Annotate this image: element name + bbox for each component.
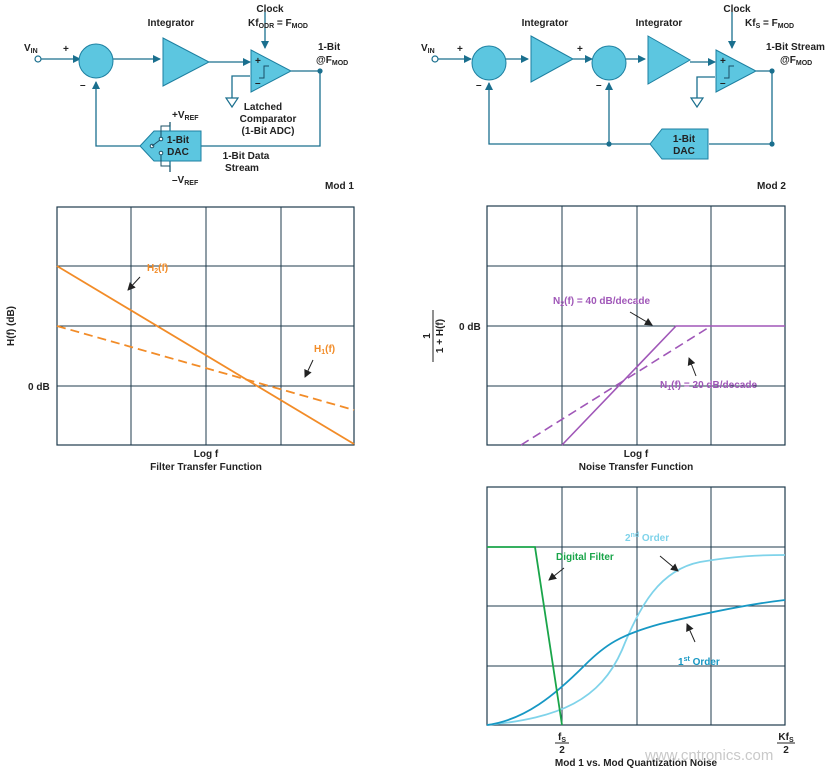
comparator-label-3: (1-Bit ADC) <box>242 126 295 137</box>
mod1-vin-label: VIN <box>24 43 38 55</box>
data-stream-label-1: 1-Bit Data <box>223 151 270 162</box>
mod2-minus-1: – <box>476 80 482 91</box>
mod1-output-label-2: @FMOD <box>316 55 348 67</box>
quantization-noise-plot: Digital Filter 2nd Order 1st Order fS 2 … <box>486 486 795 769</box>
filter-caption: Filter Transfer Function <box>150 462 262 473</box>
h2-label: H2(f) <box>147 263 168 275</box>
svg-text:–: – <box>255 78 261 89</box>
svg-text:1 + H(f): 1 + H(f) <box>435 319 446 353</box>
noise-transfer-plot: N2(f) = 40 dB/decade N1(f) = 20 dB/decad… <box>422 205 786 473</box>
svg-text:+: + <box>720 56 726 67</box>
mod2-integrator-1-label: Integrator <box>522 18 569 29</box>
mod1-kf-label: KfODR = FMOD <box>248 18 308 30</box>
feedback-node-right <box>769 141 775 147</box>
n1-label: N1(f) = 20 dB/decade <box>660 380 757 392</box>
h1-curve <box>56 325 355 411</box>
mod2-kf-label: KfS = FMOD <box>745 18 794 30</box>
summing-junction-2 <box>591 45 627 81</box>
second-order-label: 2nd Order <box>625 532 669 544</box>
mod1-clock-label: Clock <box>256 4 284 15</box>
svg-text:2: 2 <box>783 745 789 756</box>
h2-curve <box>56 265 355 445</box>
comparator-block <box>250 49 293 93</box>
mod2-plus-2: + <box>577 44 583 55</box>
mod2-title: Mod 2 <box>757 181 786 192</box>
filter-transfer-plot: H2(f) H1(f) 0 dB H(f) (dB) Log f Filter … <box>6 206 355 473</box>
second-order-curve <box>486 554 786 726</box>
first-order-label: 1st Order <box>678 656 720 668</box>
mod1-integrator-label: Integrator <box>148 18 195 29</box>
qnoise-caption: Mod 1 vs. Mod Quantization Noise <box>555 758 718 769</box>
feedback-node-mid <box>606 141 612 147</box>
data-stream-label-2: Stream <box>225 163 259 174</box>
dac-switch-icon <box>149 136 164 156</box>
noise-y-axis-label: 1 1 + H(f) <box>422 310 446 362</box>
ground-icon <box>224 97 240 109</box>
vref-pos-label: +VREF <box>172 110 199 122</box>
dac-block-2 <box>649 128 709 160</box>
mod1-plus-sign: + <box>63 44 69 55</box>
summing-junction-1 <box>471 45 507 81</box>
filter-x-axis-label: Log f <box>194 449 219 460</box>
mod2-dac-label-1: 1-Bit <box>673 134 696 145</box>
noise-zero-db: 0 dB <box>459 322 481 333</box>
mod2-plus-1: + <box>457 44 463 55</box>
svg-text:–: – <box>720 78 726 89</box>
n1-curve <box>520 325 712 446</box>
comparator-block-2 <box>715 49 758 93</box>
mod2-output-label-2: @FMOD <box>780 55 812 67</box>
svg-text:fS: fS <box>558 732 566 744</box>
n2-label: N2(f) = 40 dB/decade <box>553 296 650 308</box>
digital-filter-curve <box>487 546 563 726</box>
n2-curve <box>561 325 785 446</box>
svg-text:1: 1 <box>422 333 433 339</box>
filter-zero-db: 0 dB <box>28 382 50 393</box>
mod2-diagram: + – 1-Bit DAC Integrator Integrator Cloc… <box>421 4 825 192</box>
noise-caption: Noise Transfer Function <box>579 462 693 473</box>
mod1-title: Mod 1 <box>325 181 354 192</box>
svg-text:KfS: KfS <box>778 732 794 744</box>
mod2-minus-2: – <box>596 80 602 91</box>
dac-block <box>139 130 202 162</box>
integrator-block-2 <box>647 35 692 85</box>
mod2-integrator-2-label: Integrator <box>636 18 683 29</box>
vin-terminal-2 <box>431 55 439 63</box>
fs-half-tick: fS 2 <box>555 732 569 756</box>
mod1-dac-label-1: 1-Bit <box>167 135 190 146</box>
vref-neg-label: –VREF <box>172 175 199 187</box>
vin-terminal <box>34 55 42 63</box>
mod2-vin-label: VIN <box>421 43 435 55</box>
integrator-block-1 <box>530 35 575 83</box>
mod1-diagram: + – 1-Bit DAC Integrator Clock KfODR = F… <box>24 4 354 192</box>
output-node-2 <box>769 68 775 74</box>
comparator-step-icon-2 <box>724 65 734 79</box>
comparator-label-2: Comparator <box>240 114 297 125</box>
summing-junction <box>78 43 114 79</box>
ground-icon-2 <box>689 97 705 109</box>
comparator-label-1: Latched <box>244 102 282 113</box>
mod1-output-label-1: 1-Bit <box>318 42 341 53</box>
filter-y-axis-label: H(f) (dB) <box>6 306 17 346</box>
noise-x-axis-label: Log f <box>624 449 649 460</box>
output-node <box>317 68 323 74</box>
comparator-step-icon <box>259 65 269 79</box>
mod2-clock-label: Clock <box>723 4 751 15</box>
first-order-curve <box>486 599 786 726</box>
svg-text:+: + <box>255 56 261 67</box>
h1-label: H1(f) <box>314 344 335 356</box>
integrator-block <box>162 37 211 87</box>
watermark: www.cntronics.com <box>644 747 773 764</box>
kfs-half-tick: KfS 2 <box>777 732 795 756</box>
mod1-minus-sign: – <box>80 80 86 91</box>
digital-filter-label: Digital Filter <box>556 552 614 563</box>
mod1-dac-label-2: DAC <box>167 147 189 158</box>
mod2-output-label-1: 1-Bit Stream <box>766 42 825 53</box>
svg-text:2: 2 <box>559 745 565 756</box>
mod2-dac-label-2: DAC <box>673 146 695 157</box>
